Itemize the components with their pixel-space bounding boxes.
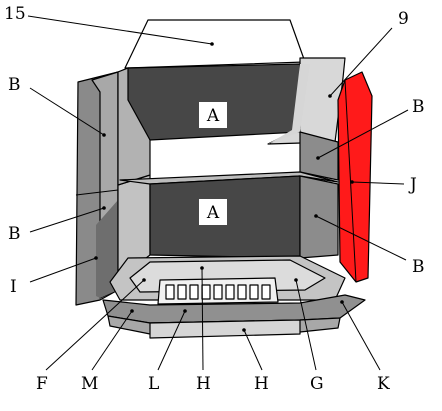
label-i: I — [10, 277, 17, 297]
label-a-lower: A — [206, 203, 220, 223]
middle-ledge — [119, 171, 339, 185]
ash-lip — [149, 319, 301, 339]
label-a-upper: A — [206, 106, 220, 126]
label-b-bottom-right: B — [412, 257, 425, 277]
label-15: 15 — [4, 4, 26, 24]
left-inner-wall-upper — [117, 67, 151, 186]
red-panel-edge — [344, 79, 357, 283]
top-deflector-plate — [124, 19, 306, 69]
label-l: L — [148, 374, 159, 394]
label-box-a-upper — [199, 102, 227, 128]
label-h-left: H — [196, 374, 211, 394]
label-box-a-lower — [199, 199, 227, 225]
label-b-top-left: B — [8, 75, 21, 95]
left-panel-shadow — [96, 200, 118, 298]
red-side-panel — [337, 71, 373, 283]
label-b-top-right: B — [412, 97, 425, 117]
label-m: M — [81, 374, 98, 394]
back-panel-upper-highlight — [268, 64, 310, 144]
label-j: J — [408, 175, 417, 195]
label-9: 9 — [398, 9, 409, 29]
label-h-right: H — [254, 374, 269, 394]
label-f: F — [36, 374, 48, 394]
right-inner-wall-upper — [299, 131, 339, 181]
leader-lines — [27, 15, 409, 371]
label-k: K — [377, 374, 390, 394]
grate-bars — [165, 284, 271, 300]
label-g: G — [310, 374, 324, 394]
label-b-mid-left: B — [8, 224, 21, 244]
left-panel-joint — [75, 189, 119, 196]
